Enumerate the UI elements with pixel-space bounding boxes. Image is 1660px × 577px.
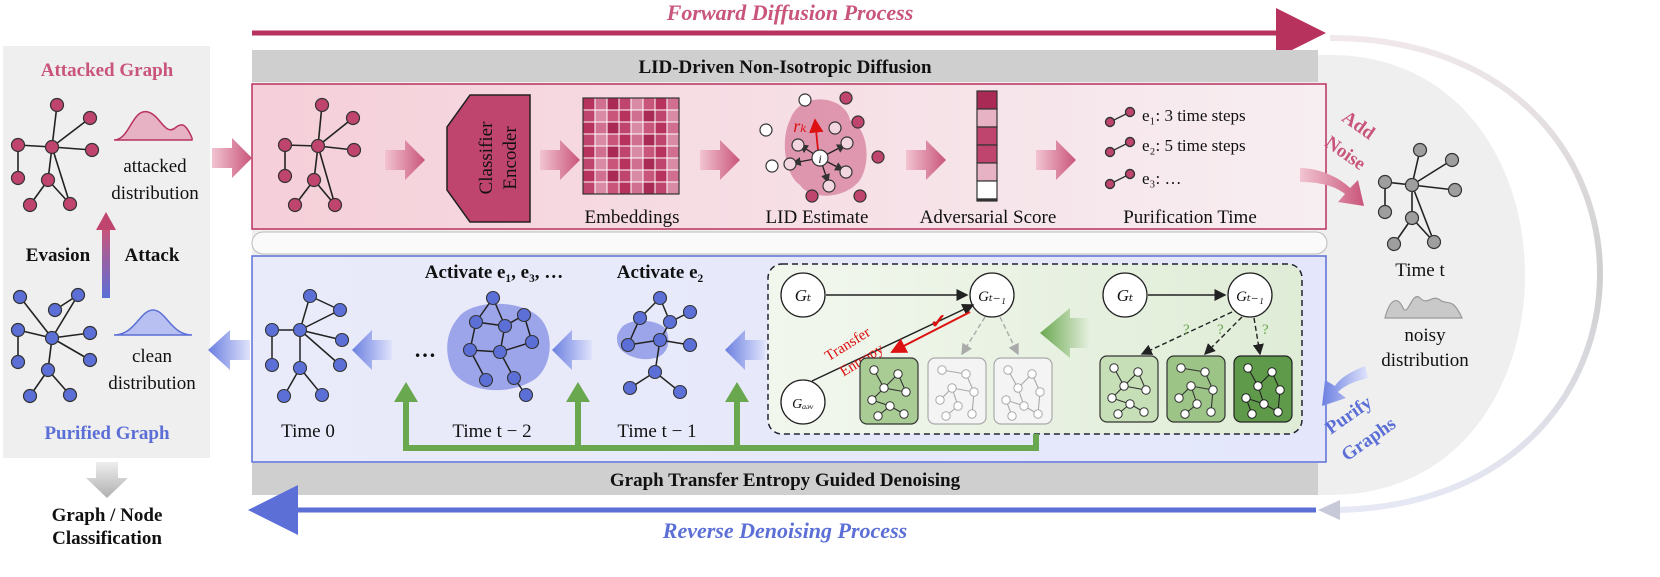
purif-time-label: Purification Time — [1123, 207, 1257, 228]
activate-b-label: Activate e₂ — [617, 262, 704, 283]
attack-label: Attack — [125, 245, 180, 266]
lid-label: LID Estimate — [766, 207, 869, 228]
cycle-arc — [1329, 35, 1603, 513]
clean-dist-l2: distribution — [108, 373, 196, 394]
reverse-process-label: Reverse Denoising Process — [662, 518, 907, 543]
noisy-graph — [1377, 142, 1463, 252]
evasion-arrow-head — [96, 212, 116, 230]
edge-e2: e₂: 5 time steps — [1142, 136, 1246, 155]
band-separator — [251, 231, 1328, 255]
graph-time-t2 — [462, 290, 540, 403]
arrow-top-1 — [385, 140, 425, 180]
graph-time-t1 — [620, 290, 698, 400]
top-band-title: LID-Driven Non-Isotropic Diffusion — [638, 57, 932, 78]
arrow-into-box — [1040, 308, 1090, 358]
arrow-top-4 — [906, 140, 946, 180]
adversarial-score-bar — [976, 90, 998, 202]
gadv-node: Gₐₔᵥ — [792, 397, 814, 412]
bottom-band-title-bg — [252, 463, 1318, 495]
green-up-head-3 — [725, 382, 749, 402]
attacked-distribution-curve — [113, 111, 193, 141]
arrow-out-bottom — [208, 330, 250, 370]
gte-left — [780, 272, 1019, 425]
encoder-label: Encoder — [500, 126, 521, 190]
check-mark: ✓ — [930, 311, 947, 333]
classifier-label: Classifier — [476, 121, 497, 194]
gt1-node-b: Gₜ₋₁ — [1236, 289, 1264, 305]
arrow-top-3 — [700, 140, 740, 180]
edge-e1: e₁: 3 time steps — [1142, 106, 1246, 125]
time-t1-label: Time t − 1 — [617, 421, 696, 442]
embeddings-label: Embeddings — [585, 207, 680, 228]
gte-right — [1102, 272, 1273, 356]
attacked-dist-l2: distribution — [111, 183, 199, 204]
graph-time-0 — [264, 288, 350, 404]
time-t2-label: Time t − 2 — [452, 421, 531, 442]
noisy-distribution-curve — [1384, 295, 1463, 319]
candidate-graphs-right — [1099, 355, 1293, 423]
question-1: ? — [1183, 322, 1190, 338]
output-l2: Classification — [52, 528, 162, 549]
question-2: ? — [1217, 322, 1224, 338]
arrow-top-5 — [1036, 140, 1076, 180]
lid-estimate: i rₖ — [759, 91, 885, 203]
gt1-node-a: Gₜ₋₁ — [978, 289, 1006, 305]
green-up-head-2 — [566, 382, 590, 402]
arrow-bottom-1 — [352, 330, 392, 370]
arrow-into-top — [212, 138, 252, 178]
candidate-graphs-left — [859, 357, 1053, 425]
green-feedback-line — [403, 400, 1039, 451]
arrow-bottom-3 — [725, 330, 765, 370]
add-noise-arrow — [1300, 168, 1364, 206]
input-graph-top — [277, 97, 362, 213]
edge-list — [1104, 106, 1136, 190]
clean-dist-l1: clean — [132, 346, 173, 367]
gt-node-a: Gₜ — [795, 286, 812, 305]
output-arrow — [86, 462, 128, 498]
cycle-arc-head — [1318, 500, 1340, 520]
attacked-graph — [10, 97, 100, 213]
attacked-graph-title: Attacked Graph — [41, 60, 174, 81]
output-l1: Graph / Node — [52, 505, 163, 526]
activate-a-label: Activate e₁, e₃, … — [425, 262, 564, 283]
noisy-l1: noisy — [1404, 325, 1446, 346]
green-up-head-1 — [394, 382, 418, 402]
classifier-encoder — [446, 94, 531, 223]
attacked-dist-l1: attacked — [123, 156, 187, 177]
top-band-title-bg — [252, 50, 1318, 82]
bottom-band-title: Graph Transfer Entropy Guided Denoising — [610, 470, 961, 491]
purified-graph-title: Purified Graph — [44, 423, 170, 444]
time0-label: Time 0 — [281, 421, 335, 442]
clean-graph-left — [10, 287, 98, 404]
time-t-label: Time t — [1395, 260, 1445, 281]
embeddings-grid — [582, 97, 680, 195]
lid-i-label: i — [818, 152, 821, 166]
clean-distribution-curve — [113, 309, 193, 336]
lid-rk-label: rₖ — [793, 116, 807, 136]
forward-process-label: Forward Diffusion Process — [666, 0, 914, 25]
gt-node-b: Gₜ — [1117, 286, 1134, 305]
edge-e3: e₃: … — [1142, 169, 1181, 188]
evasion-arrow-shaft — [102, 228, 110, 298]
arrow-top-2 — [540, 140, 580, 180]
adv-score-label: Adversarial Score — [920, 207, 1057, 228]
ellipsis: … — [414, 337, 436, 362]
arrow-bottom-2 — [552, 330, 592, 370]
evasion-label: Evasion — [26, 245, 91, 266]
question-3: ? — [1262, 322, 1269, 338]
purify-arrow — [1322, 366, 1368, 406]
noisy-l2: distribution — [1381, 350, 1469, 371]
